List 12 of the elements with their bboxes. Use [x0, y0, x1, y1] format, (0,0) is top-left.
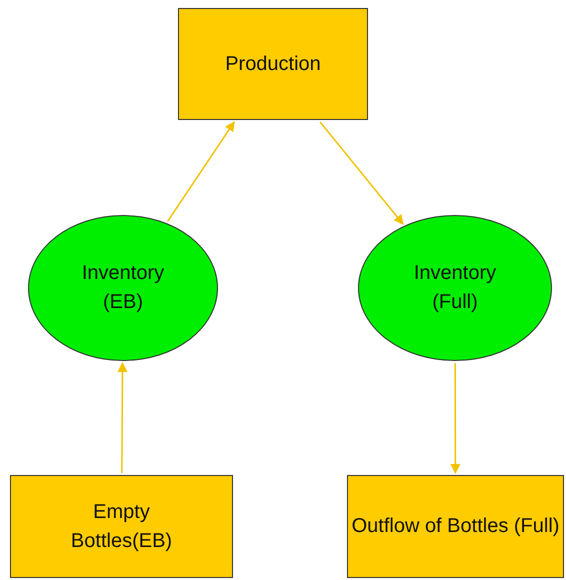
node-label: Empty Bottles(EB) [70, 500, 174, 554]
node-label: Inventory (Full) [412, 261, 498, 315]
node-label: Outflow of Bottles (Full) [352, 514, 560, 539]
arrow [117, 362, 128, 473]
node-label: Inventory (EB) [80, 261, 166, 315]
node-label: Production [225, 52, 321, 76]
arrow [320, 122, 404, 225]
process-box [347, 475, 564, 578]
arrow [166, 121, 235, 222]
process-box [10, 475, 233, 578]
arrow [450, 363, 460, 474]
process-box [178, 8, 368, 120]
